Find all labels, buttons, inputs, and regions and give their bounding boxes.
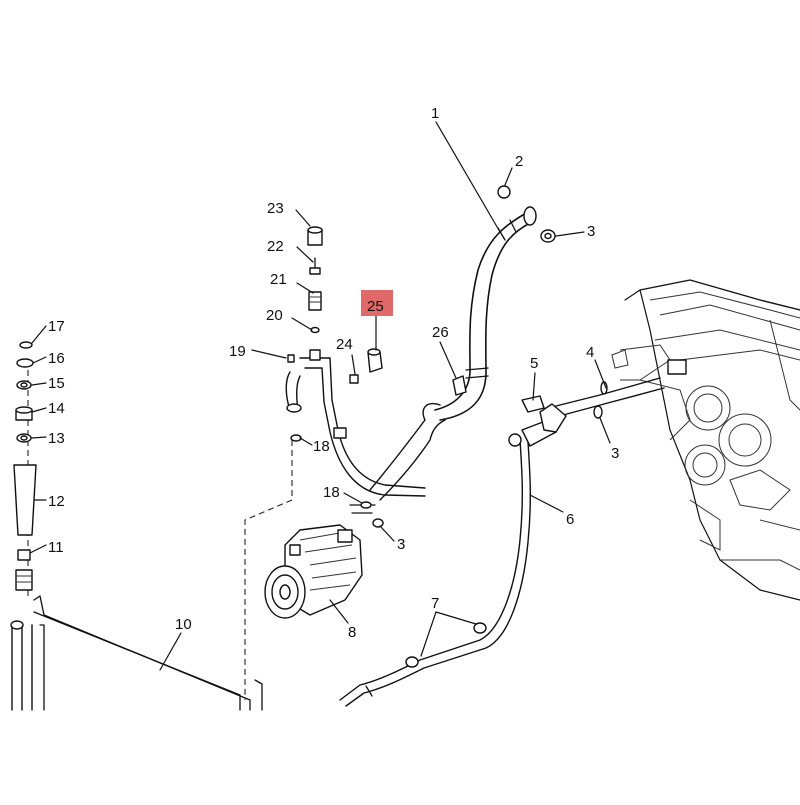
- callout-14: 14: [48, 400, 65, 417]
- liquid-line: [339, 419, 557, 707]
- callout-11: 11: [48, 539, 64, 556]
- engine-bay-structure: [611, 279, 800, 601]
- callout-4: 4: [586, 344, 594, 361]
- callout-25: 25: [367, 298, 384, 315]
- alignment-line-left: [244, 440, 293, 700]
- evaporator-line: [521, 377, 665, 433]
- callout-21: 21: [270, 271, 287, 288]
- callout-2: 2: [515, 153, 523, 170]
- callout-18-upper: 18: [313, 438, 330, 455]
- callout-10: 10: [175, 616, 192, 633]
- callout-5: 5: [530, 355, 538, 372]
- callout-1: 1: [431, 105, 439, 122]
- drier-components: [13, 341, 37, 591]
- callout-22: 22: [267, 238, 284, 255]
- suction-hose: [369, 206, 537, 501]
- callout-17: 17: [48, 318, 65, 335]
- leader-lines: [29, 121, 611, 671]
- callout-labels: 1 2 3 3 3 4 5 6 7 8 10 11 12 13 14 15 16…: [48, 105, 619, 641]
- callout-3-top: 3: [587, 223, 595, 240]
- discharge-line: [285, 357, 426, 514]
- callout-23: 23: [267, 200, 284, 217]
- callout-12: 12: [48, 493, 65, 510]
- callout-13: 13: [48, 430, 65, 447]
- callout-7: 7: [431, 595, 439, 612]
- callout-6: 6: [566, 511, 574, 528]
- service-port-fittings: [287, 185, 556, 528]
- callout-15: 15: [48, 375, 65, 392]
- callout-3-compressor: 3: [397, 536, 405, 553]
- callout-20: 20: [266, 307, 283, 324]
- callout-19: 19: [229, 343, 246, 360]
- callout-16: 16: [48, 350, 65, 367]
- compressor: [264, 524, 363, 619]
- callout-8: 8: [348, 624, 356, 641]
- callout-26: 26: [432, 324, 449, 341]
- callout-24: 24: [336, 336, 353, 353]
- callout-25-highlight: [361, 290, 393, 316]
- condenser: [10, 595, 263, 711]
- callout-3-right: 3: [611, 445, 619, 462]
- callout-18-lower: 18: [323, 484, 340, 501]
